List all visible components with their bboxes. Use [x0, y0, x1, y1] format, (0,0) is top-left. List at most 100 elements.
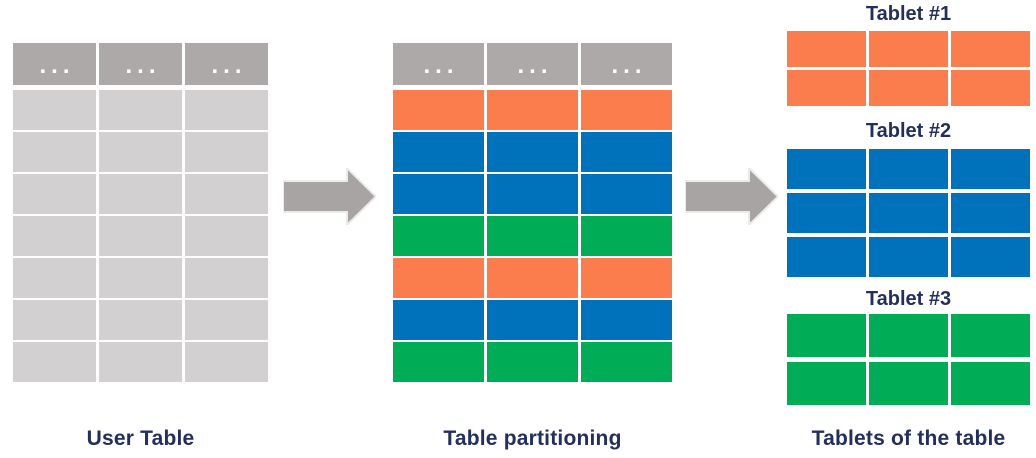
table-cell [869, 362, 948, 405]
table-row [787, 70, 1030, 106]
table-cell [787, 31, 866, 67]
table-cell [13, 258, 96, 298]
table-row [13, 300, 268, 340]
table-cell [951, 149, 1030, 189]
table-row [13, 216, 268, 256]
table-cell [787, 149, 866, 189]
table-row [393, 258, 672, 298]
table-row [393, 132, 672, 172]
table-row [393, 300, 672, 340]
table-cell [787, 70, 866, 106]
table-row [13, 132, 268, 172]
table-cell [869, 193, 948, 233]
ellipsis-text: ... [39, 52, 75, 79]
table-cell [487, 216, 578, 256]
table-cell [581, 300, 672, 340]
table-cell [99, 132, 182, 172]
table-cell [581, 174, 672, 214]
table-cell [787, 362, 866, 405]
table-cell [869, 149, 948, 189]
table-cell [185, 174, 268, 214]
table-cell [13, 174, 96, 214]
right-arrow-icon [685, 168, 778, 225]
table-cell [13, 342, 96, 382]
table-cell [185, 342, 268, 382]
tablet-table [787, 149, 1030, 281]
user-table: ......... [13, 43, 268, 384]
table-cell [99, 174, 182, 214]
table-cell [393, 216, 484, 256]
header-cell: ... [99, 43, 182, 85]
table-cell [581, 342, 672, 382]
partitioned-table: ......... [393, 43, 672, 384]
table-cell [787, 193, 866, 233]
header-cell: ... [581, 43, 672, 85]
ellipsis-text: ... [517, 52, 553, 79]
table-cell [487, 174, 578, 214]
table-cell [581, 90, 672, 130]
table-row [13, 342, 268, 382]
header-cell: ... [185, 43, 268, 85]
user-table-caption: User Table [86, 427, 195, 450]
ellipsis-text: ... [611, 52, 647, 79]
table-cell [951, 31, 1030, 67]
ellipsis-text: ... [125, 52, 161, 79]
table-cell [99, 216, 182, 256]
table-cell [951, 237, 1030, 277]
table-cell [393, 300, 484, 340]
table-cell [487, 258, 578, 298]
ellipsis-text: ... [211, 52, 247, 79]
table-cell [99, 258, 182, 298]
table-cell [13, 132, 96, 172]
table-cell [581, 132, 672, 172]
table-header-row: ......... [13, 43, 268, 85]
table-cell [185, 216, 268, 256]
partitioning-caption: Table partitioning [443, 427, 622, 450]
header-cell: ... [487, 43, 578, 85]
table-cell [487, 342, 578, 382]
table-row [13, 174, 268, 214]
table-cell [869, 237, 948, 277]
table-cell [99, 90, 182, 130]
table-cell [185, 90, 268, 130]
table-cell [487, 300, 578, 340]
table-cell [393, 342, 484, 382]
table-row [393, 216, 672, 256]
table-row [13, 90, 268, 130]
table-row [787, 237, 1030, 277]
table-row [787, 314, 1030, 357]
table-row [393, 174, 672, 214]
header-cell: ... [393, 43, 484, 85]
ellipsis-text: ... [423, 52, 459, 79]
table-row [787, 31, 1030, 67]
table-cell [951, 362, 1030, 405]
table-cell [13, 90, 96, 130]
table-cell [99, 342, 182, 382]
tablets-caption: Tablets of the table [811, 427, 1006, 450]
table-cell [869, 70, 948, 106]
table-cell [13, 216, 96, 256]
tablet-label: Tablet #1 [865, 3, 952, 25]
table-cell [185, 132, 268, 172]
table-cell [99, 300, 182, 340]
table-cell [787, 237, 866, 277]
table-row [787, 193, 1030, 233]
tablet-label: Tablet #2 [865, 120, 952, 142]
table-cell [393, 258, 484, 298]
table-row [787, 362, 1030, 405]
table-cell [487, 132, 578, 172]
table-row [393, 342, 672, 382]
tablet-table [787, 314, 1030, 410]
table-cell [951, 70, 1030, 106]
table-cell [951, 314, 1030, 357]
header-cell: ... [13, 43, 96, 85]
table-cell [869, 314, 948, 357]
tablet-label: Tablet #3 [865, 288, 952, 310]
table-cell [951, 193, 1030, 233]
table-cell [393, 132, 484, 172]
table-cell [581, 216, 672, 256]
tablets-column: Tablet #1 Tablet #2 Tablet #3 [787, 0, 1030, 412]
table-cell [787, 314, 866, 357]
table-cell [581, 258, 672, 298]
